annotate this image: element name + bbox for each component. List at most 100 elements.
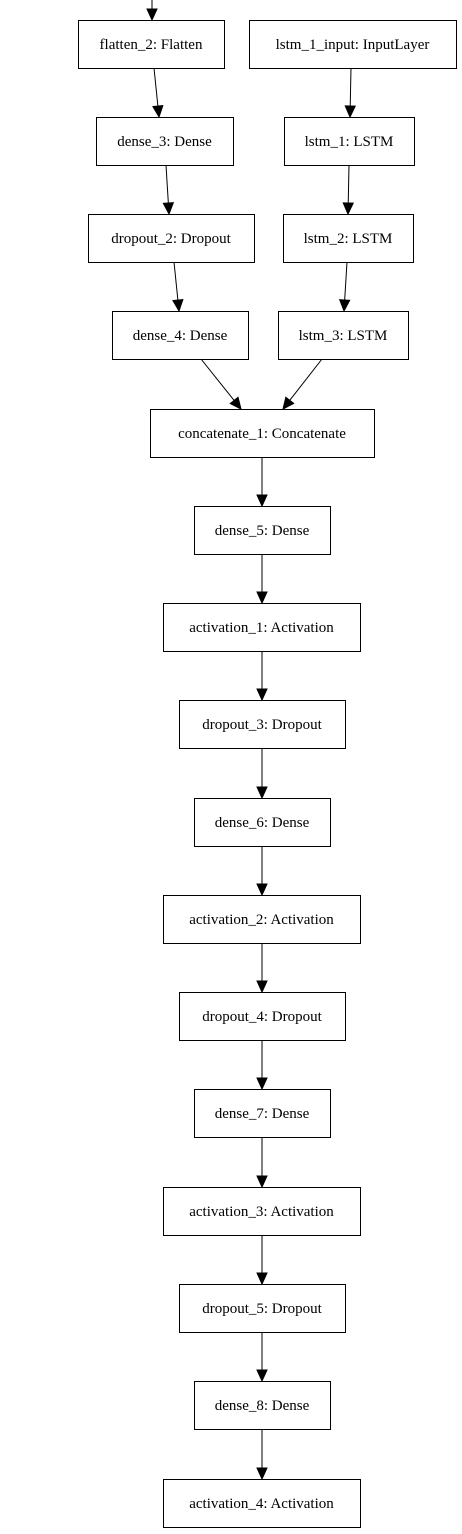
graph-edges bbox=[146, 0, 357, 1481]
node-concatenate-1: concatenate_1: Concatenate bbox=[150, 409, 375, 458]
arrowhead bbox=[342, 202, 355, 216]
arrowhead bbox=[256, 786, 268, 800]
node-box bbox=[194, 1381, 331, 1430]
node-label: activation_1: Activation bbox=[189, 620, 334, 636]
edge-line bbox=[347, 164, 350, 204]
arrowhead bbox=[256, 1175, 268, 1189]
node-label: lstm_1: LSTM bbox=[305, 134, 394, 150]
node-dense-5: dense_5: Dense bbox=[194, 506, 331, 555]
edge-line bbox=[173, 261, 179, 301]
edge-dropout_3-to-dense_6 bbox=[256, 748, 268, 800]
edge-dropout_4-to-dense_7 bbox=[256, 1040, 268, 1091]
edge-incoming-flatten_2 bbox=[146, 0, 158, 22]
node-activation-2: activation_2: Activation bbox=[163, 895, 361, 944]
node-dense-3: dense_3: Dense bbox=[96, 117, 234, 166]
node-label: dropout_5: Dropout bbox=[202, 1301, 322, 1317]
node-dense-6: dense_6: Dense bbox=[194, 798, 331, 847]
edge-concatenate_1-to-dense_5 bbox=[256, 457, 268, 508]
node-box bbox=[284, 117, 415, 166]
node-box bbox=[283, 214, 414, 263]
arrowhead bbox=[152, 104, 164, 119]
node-box bbox=[112, 311, 249, 360]
edge-line bbox=[349, 67, 352, 107]
edge-dense_5-to-activation_1 bbox=[256, 554, 268, 605]
arrowhead bbox=[256, 1272, 268, 1286]
node-dense-8: dense_8: Dense bbox=[194, 1381, 331, 1430]
arrowhead bbox=[256, 1467, 268, 1481]
node-activation-4: activation_4: Activation bbox=[163, 1479, 361, 1528]
arrowhead bbox=[146, 8, 158, 22]
node-activation-1: activation_1: Activation bbox=[163, 603, 361, 652]
node-box bbox=[194, 798, 331, 847]
edge-flatten_2-to-dense_3 bbox=[152, 67, 164, 119]
edge-activation_1-to-dropout_3 bbox=[256, 651, 268, 702]
node-box bbox=[179, 992, 346, 1041]
node-lstm-1-input: lstm_1_input: InputLayer bbox=[249, 20, 457, 69]
node-label: dropout_4: Dropout bbox=[202, 1009, 322, 1025]
arrowhead bbox=[344, 105, 357, 119]
node-dense-4: dense_4: Dense bbox=[112, 311, 249, 360]
edge-lstm_1-to-lstm_2 bbox=[342, 164, 355, 216]
node-box bbox=[194, 506, 331, 555]
arrowhead bbox=[256, 688, 268, 702]
node-box bbox=[194, 1089, 331, 1138]
node-label: lstm_2: LSTM bbox=[304, 231, 393, 247]
node-label: dense_3: Dense bbox=[117, 134, 212, 150]
edge-lstm_1_input-to-lstm_1 bbox=[344, 67, 357, 119]
node-box bbox=[163, 1479, 361, 1528]
edge-activation_3-to-dropout_5 bbox=[256, 1235, 268, 1286]
arrowhead bbox=[256, 883, 268, 897]
edge-dense_4-to-concatenate_1 bbox=[200, 358, 242, 410]
edge-dense_3-to-dropout_2 bbox=[162, 164, 175, 216]
arrowhead bbox=[229, 396, 242, 410]
node-label: dense_8: Dense bbox=[215, 1398, 310, 1414]
edge-lstm_3-to-concatenate_1 bbox=[282, 358, 323, 410]
node-box bbox=[96, 117, 234, 166]
node-label: concatenate_1: Concatenate bbox=[178, 426, 346, 442]
arrowhead bbox=[338, 299, 351, 313]
edge-line bbox=[344, 261, 348, 301]
node-box bbox=[88, 214, 255, 263]
edge-dense_8-to-activation_4 bbox=[256, 1429, 268, 1481]
arrowhead bbox=[256, 1077, 268, 1091]
node-label: activation_3: Activation bbox=[189, 1204, 334, 1220]
node-dropout-4: dropout_4: Dropout bbox=[179, 992, 346, 1041]
node-box bbox=[249, 20, 457, 69]
node-box bbox=[278, 311, 409, 360]
node-lstm-3: lstm_3: LSTM bbox=[278, 311, 409, 360]
node-label: activation_4: Activation bbox=[189, 1496, 334, 1512]
node-label: dense_7: Dense bbox=[215, 1106, 310, 1122]
node-dense-7: dense_7: Dense bbox=[194, 1089, 331, 1138]
node-label: dropout_2: Dropout bbox=[111, 231, 231, 247]
node-lstm-2: lstm_2: LSTM bbox=[283, 214, 414, 263]
node-lstm-1: lstm_1: LSTM bbox=[284, 117, 415, 166]
arrowhead bbox=[282, 396, 295, 410]
node-dropout-2: dropout_2: Dropout bbox=[88, 214, 255, 263]
edge-dense_6-to-activation_2 bbox=[256, 846, 268, 897]
node-box bbox=[163, 1187, 361, 1236]
node-box bbox=[179, 700, 346, 749]
node-label: flatten_2: Flatten bbox=[100, 37, 203, 53]
node-box bbox=[78, 20, 225, 69]
node-label: dense_4: Dense bbox=[133, 328, 228, 344]
node-box bbox=[163, 895, 361, 944]
arrowhead bbox=[162, 202, 175, 216]
node-label: lstm_1_input: InputLayer bbox=[276, 37, 430, 53]
arrowhead bbox=[256, 1369, 268, 1383]
arrowhead bbox=[172, 298, 184, 313]
edge-dropout_2-to-dense_4 bbox=[172, 261, 184, 313]
node-label: activation_2: Activation bbox=[189, 912, 334, 928]
edge-line bbox=[200, 358, 235, 401]
arrowhead bbox=[256, 980, 268, 994]
edge-line bbox=[165, 164, 169, 204]
node-label: dense_6: Dense bbox=[215, 815, 310, 831]
node-dropout-5: dropout_5: Dropout bbox=[179, 1284, 346, 1333]
node-label: lstm_3: LSTM bbox=[299, 328, 388, 344]
graph-nodes: flatten_2: Flatten lstm_1_input: InputLay… bbox=[78, 20, 457, 1528]
edge-line bbox=[153, 67, 159, 107]
arrowhead bbox=[256, 494, 268, 508]
edge-dropout_5-to-dense_8 bbox=[256, 1332, 268, 1383]
edge-activation_2-to-dropout_4 bbox=[256, 943, 268, 994]
edge-line bbox=[289, 358, 323, 401]
